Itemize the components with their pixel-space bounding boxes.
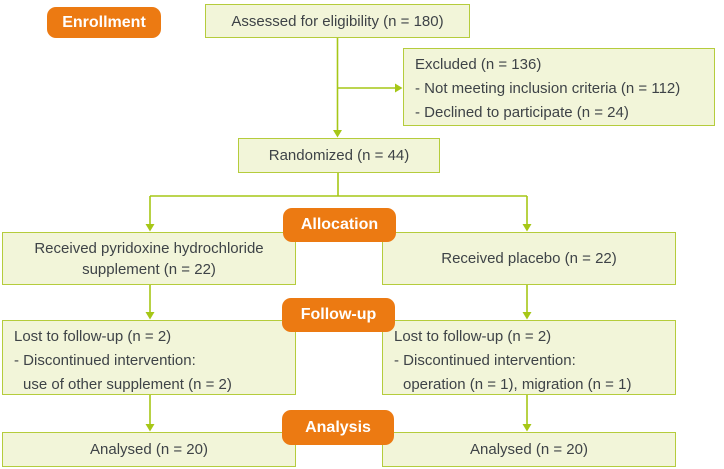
connector-randomized-split <box>149 173 528 225</box>
box-lost-followup-right: Lost to follow-up (n = 2) - Discontinued… <box>382 320 676 395</box>
box-lost-followup-right-line-1: Lost to follow-up (n = 2) <box>394 328 552 345</box>
badge-followup: Follow-up <box>282 298 395 332</box>
box-lost-followup-right-line-3: operation (n = 1), migration (n = 1) <box>403 376 632 393</box>
box-randomized: Randomized (n = 44) <box>238 138 440 173</box>
box-lost-followup-right-line-2: - Discontinued intervention: <box>394 352 576 369</box>
box-received-placebo: Received placebo (n = 22) <box>382 232 676 285</box>
box-excluded-line-3: - Declined to participate (n = 24) <box>415 104 629 121</box>
badge-allocation: Allocation <box>283 208 396 242</box>
box-assessed-eligibility: Assessed for eligibility (n = 180) <box>205 4 470 38</box>
box-excluded-line-2: - Not meeting inclusion criteria (n = 11… <box>415 80 681 97</box>
box-analysed-right-text: Analysed (n = 20) <box>470 441 588 458</box>
box-lost-followup-left-line-3: use of other supplement (n = 2) <box>23 376 232 393</box>
box-excluded: Excluded (n = 136) - Not meeting inclusi… <box>403 48 715 126</box>
badge-analysis-label: Analysis <box>305 418 371 436</box>
box-analysed-left-text: Analysed (n = 20) <box>90 441 208 458</box>
badge-followup-label: Follow-up <box>300 306 377 323</box>
box-received-pyridoxine-line-1: Received pyridoxine hydrochloride <box>34 239 264 257</box>
badge-enrollment-label: Enrollment <box>62 13 146 31</box>
box-lost-followup-left: Lost to follow-up (n = 2) - Discontinued… <box>2 320 296 395</box>
arrowheads <box>145 83 532 432</box>
box-received-pyridoxine-line-2: supplement (n = 22) <box>82 260 216 278</box>
box-analysed-right: Analysed (n = 20) <box>382 432 676 467</box>
box-lost-followup-left-line-2: - Discontinued intervention: <box>14 352 196 369</box>
box-analysed-left: Analysed (n = 20) <box>2 432 296 467</box>
box-lost-followup-left-line-1: Lost to follow-up (n = 2) <box>14 328 172 345</box>
badge-enrollment: Enrollment <box>47 7 161 38</box>
box-excluded-line-1: Excluded (n = 136) <box>415 56 542 73</box>
box-received-placebo-text: Received placebo (n = 22) <box>441 250 617 267</box>
box-received-pyridoxine: Received pyridoxine hydrochloride supple… <box>2 232 296 285</box>
box-randomized-text: Randomized (n = 44) <box>268 147 410 164</box>
badge-allocation-label: Allocation <box>300 216 379 233</box>
box-assessed-eligibility-text: Assessed for eligibility (n = 180) <box>231 12 444 30</box>
badge-analysis: Analysis <box>282 410 394 445</box>
